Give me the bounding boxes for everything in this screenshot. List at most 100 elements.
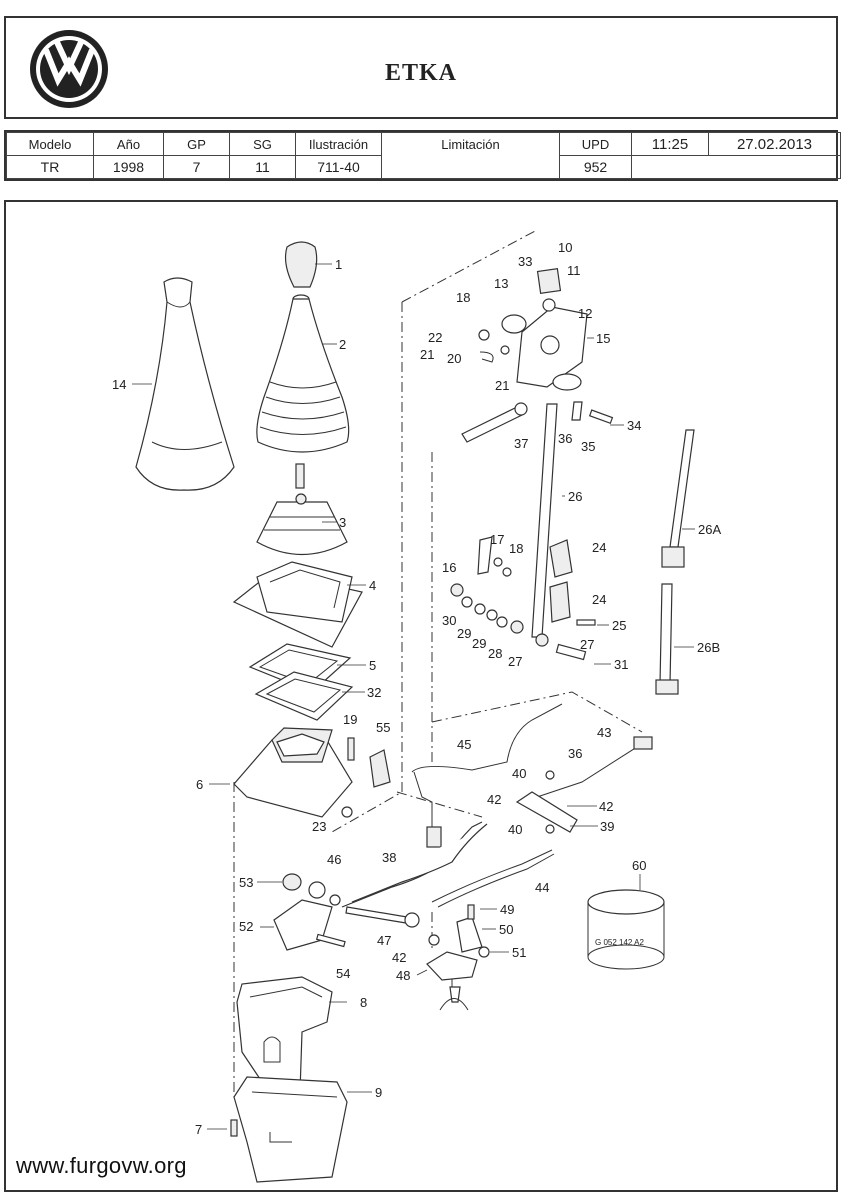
part-16-31-linkage [450,536,587,661]
callout-1: 1 [335,257,342,272]
callout-16: 16 [442,560,456,575]
part-6-lever-housing [233,727,353,818]
callout-7: 7 [195,1122,202,1137]
callout-40b: 40 [508,822,522,837]
callout-2: 2 [339,337,346,352]
callout-28: 28 [488,646,502,661]
part-25-pin [576,619,596,626]
meta-label-upd: UPD [559,132,632,156]
part-9-lower-housing [233,1076,348,1183]
meta-value-sg: 11 [229,155,296,179]
callout-9: 9 [375,1085,382,1100]
part-14-boot [135,277,235,491]
leader-lines [132,263,695,1130]
callout-11: 11 [567,263,581,278]
callout-39: 39 [600,819,614,834]
callout-32: 32 [367,685,381,700]
part-2-gaiter [256,294,350,489]
callout-23: 23 [312,819,326,834]
callout-54: 54 [336,966,350,981]
callout-10: 10 [558,240,572,255]
part-19-bolt [347,737,355,761]
part-24-bracket-lower [549,581,571,623]
callout-26: 26 [568,489,582,504]
meta-value-upd: 952 [559,155,632,179]
meta-label-ilustracion: Ilustración [295,132,382,156]
callout-46: 46 [327,852,341,867]
callout-29b: 29 [472,636,486,651]
parts-diagram-frame: G 052 142 A2 [4,200,838,1192]
part-26a-lever [661,429,695,568]
part-38-44-cable [341,821,555,908]
callout-48: 48 [396,968,410,983]
callout-24b: 24 [592,592,606,607]
callout-8: 8 [360,995,367,1010]
callout-53: 53 [239,875,253,890]
exploded-parts-diagram: G 052 142 A2 [112,229,721,1183]
callout-34: 34 [627,418,641,433]
meta-label-sg: SG [229,132,296,156]
callout-17: 17 [490,532,504,547]
part-10-15-lever-bracket [478,268,588,391]
part-48-51-mount [426,904,490,1011]
callout-22: 22 [428,330,442,345]
part-26b-lever [655,583,679,695]
part-43-45-cables [411,703,653,848]
callout-19: 19 [343,712,357,727]
callout-20: 20 [447,351,461,366]
callout-33: 33 [518,254,532,269]
part-8-frame [236,976,333,1093]
app-title: ETKA [384,60,457,86]
callout-25: 25 [612,618,626,633]
callout-27b: 27 [508,654,522,669]
callout-42b: 42 [599,799,613,814]
callout-35: 35 [581,439,595,454]
callout-21a: 21 [420,347,434,362]
part-32-seal [254,671,354,721]
part-23-nut [341,806,353,818]
part-26-shift-rod [461,401,614,638]
callout-31: 31 [614,657,628,672]
callout-45: 45 [457,737,471,752]
callout-47: 47 [377,933,391,948]
callout-29a: 29 [457,626,471,641]
part-3-inner-boot [256,493,348,556]
meta-blank-cell [631,155,841,179]
callout-26b: 26B [697,640,720,655]
part-1-knob [284,241,318,288]
callout-42c: 42 [392,950,406,965]
callout-4: 4 [369,578,376,593]
part-52-bracket [273,873,420,951]
callout-labels: 1 2 3 4 5 6 7 8 9 10 11 12 13 14 15 16 1… [112,240,721,1137]
meta-value-modelo: TR [6,155,94,179]
callout-44: 44 [535,880,549,895]
callout-6: 6 [196,777,203,792]
part-55-bush [369,749,391,788]
metadata-table: Modelo Año GP SG Ilustración Limitación … [4,130,841,181]
meta-date: 27.02.2013 [708,132,841,156]
meta-value-gp: 7 [163,155,230,179]
callout-13: 13 [494,276,508,291]
part-60-sealing-ring: G 052 142 A2 [587,889,665,970]
callout-42a: 42 [487,792,501,807]
callout-24a: 24 [592,540,606,555]
meta-value-limitacion [381,155,560,179]
vw-logo-icon [30,30,108,108]
callout-36b: 36 [568,746,582,761]
part-7-screw [230,1119,238,1137]
callout-18a: 18 [456,290,470,305]
callout-26a: 26A [698,522,721,537]
part-4-housing-plate [232,561,363,648]
meta-value-ano: 1998 [93,155,164,179]
watermark-url: www.furgovw.org [16,1153,187,1178]
meta-label-limitacion: Limitación [381,132,560,156]
callout-21b: 21 [495,378,509,393]
callout-50: 50 [499,922,513,937]
part-60-label: G 052 142 A2 [595,938,644,947]
callout-60: 60 [632,858,646,873]
meta-label-modelo: Modelo [6,132,94,156]
part-24-bracket-upper [549,539,573,578]
callout-51: 51 [512,945,526,960]
callout-49: 49 [500,902,514,917]
callout-43: 43 [597,725,611,740]
